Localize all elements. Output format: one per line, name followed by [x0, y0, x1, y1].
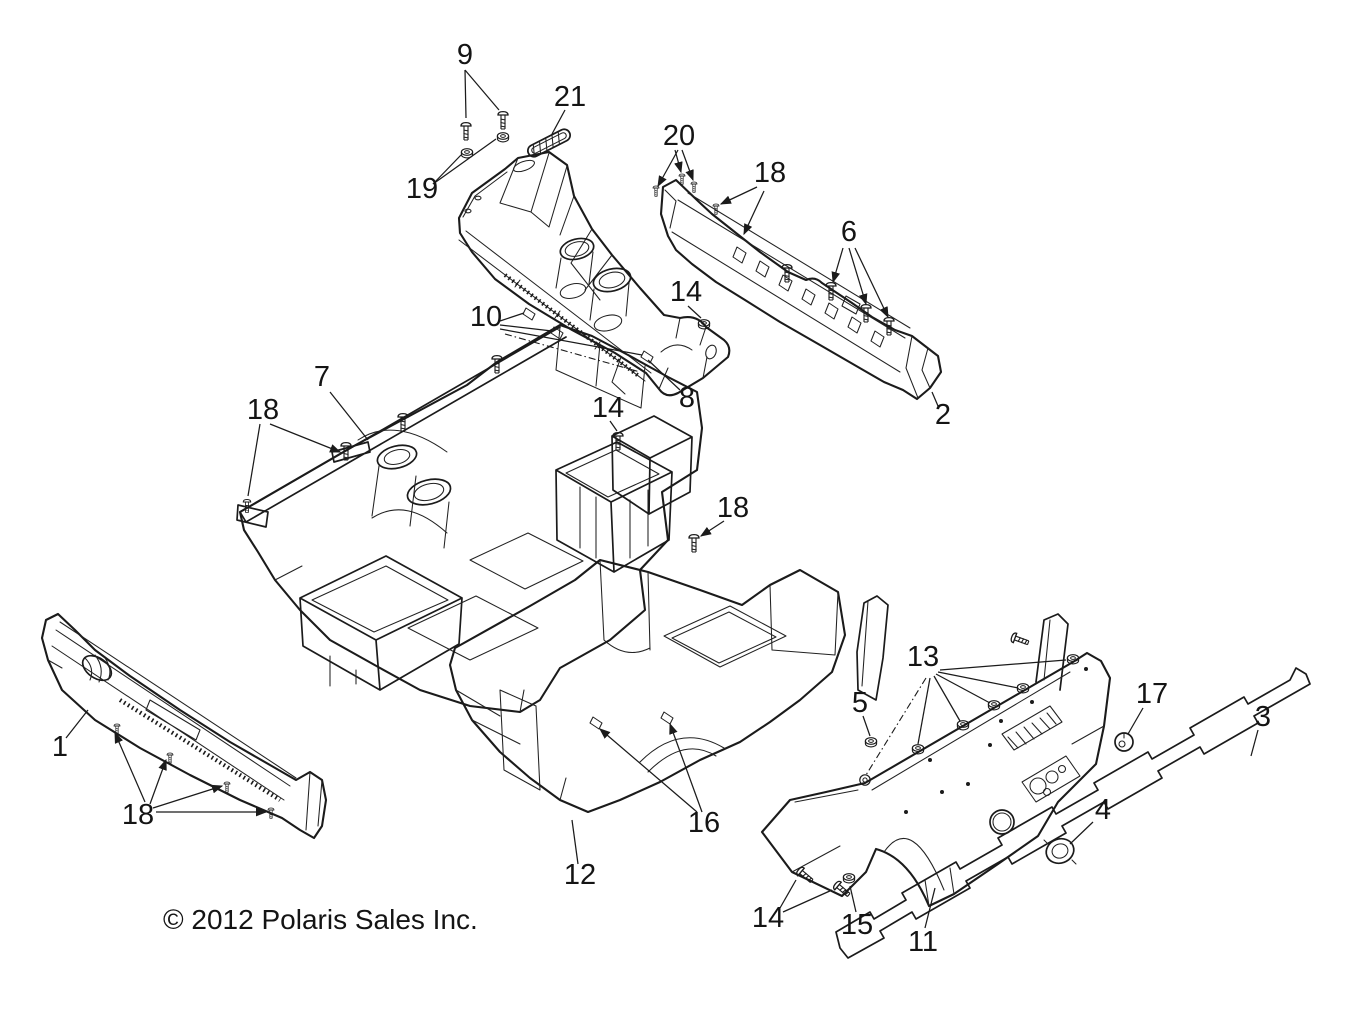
callout-4: 4 [1095, 794, 1111, 826]
right-rocker-slots [732, 246, 885, 348]
cupholder-rear [592, 267, 632, 293]
callout-12: 12 [564, 859, 596, 891]
floor-cupholder [406, 478, 452, 506]
rear-panel-details [791, 600, 1105, 907]
right-rocker-details [664, 189, 939, 399]
screw-glyph [223, 781, 231, 793]
strip-outline [835, 667, 1311, 959]
lower-floor-mat [663, 605, 787, 668]
part-heat-shield-strip [835, 667, 1311, 959]
callout-8: 8 [679, 382, 695, 414]
part-right-rocker-panel [652, 173, 943, 401]
nut-glyph [697, 319, 711, 330]
part-plug [1114, 732, 1134, 752]
nut-glyph [864, 737, 878, 748]
seat-box-right [555, 441, 673, 573]
floor-mat-recesses [407, 532, 584, 661]
callout-18-mid-right: 18 [717, 492, 749, 524]
callout-10: 10 [470, 301, 502, 333]
callout-18-left: 18 [247, 394, 279, 426]
left-rocker-outline [40, 612, 328, 840]
switch-cluster [1021, 755, 1081, 803]
left-rocker-details [47, 621, 323, 831]
callout-7: 7 [314, 361, 330, 393]
part-left-rocker-panel [40, 612, 328, 840]
callout-18-bottom-left: 18 [122, 799, 154, 831]
callout-14-mid: 14 [592, 392, 624, 424]
lower-floor-details [455, 559, 839, 801]
seat-box-rear [611, 415, 693, 515]
callout-11: 11 [908, 926, 938, 958]
hardware-screws-9 [460, 110, 510, 159]
callout-9: 9 [457, 39, 473, 71]
console-details [458, 152, 708, 395]
left-rocker-hatch [118, 698, 282, 802]
part-center-console [457, 150, 731, 397]
screw-glyph [688, 533, 700, 553]
part-lower-floor-pan [448, 533, 847, 814]
main-floor-details [274, 326, 646, 713]
part-grommet [1043, 837, 1077, 865]
callout-18-top-right: 18 [754, 157, 786, 189]
grip-pocket [81, 654, 113, 682]
floor-rail [236, 326, 567, 528]
callout-5: 5 [852, 687, 868, 719]
callout-15: 15 [841, 909, 873, 941]
leader-lines [65, 69, 1259, 929]
copyright-text: © 2012 Polaris Sales Inc. [163, 904, 478, 935]
screw-glyph [166, 752, 174, 764]
snap-clips [589, 711, 674, 730]
callout-17: 17 [1136, 678, 1168, 710]
main-floor-outline [238, 323, 704, 714]
part-console-pad [527, 128, 571, 158]
nut-glyph [496, 132, 510, 143]
console-rail-hatch [503, 273, 642, 379]
callout-14-right: 14 [670, 276, 702, 308]
callout-20: 20 [663, 120, 695, 152]
callout-13: 13 [907, 641, 939, 673]
rivet-glyph [652, 185, 660, 197]
callout-21: 21 [554, 81, 586, 113]
lower-floor-outline [448, 558, 847, 814]
rear-panel-fin-left [856, 595, 889, 701]
bushing-glyph [842, 873, 856, 884]
console-top-cap [513, 159, 535, 173]
rivet-glyph [690, 181, 698, 193]
callout-14-bottom: 14 [752, 902, 784, 934]
part-rear-closeoff-panel [760, 595, 1112, 908]
part-main-floor-pan [236, 307, 711, 714]
callout-1: 1 [52, 731, 68, 763]
callout-19: 19 [406, 173, 438, 205]
cupholder-front [559, 237, 595, 261]
callout-16: 16 [688, 807, 720, 839]
callout-3: 3 [1255, 701, 1271, 733]
screw-glyph [460, 121, 472, 141]
screw-glyph [497, 110, 509, 130]
right-rocker-outline [659, 178, 943, 401]
seat-box-left [299, 555, 463, 691]
grommet-hole [989, 809, 1015, 835]
vent-grille [1001, 705, 1063, 751]
callout-6: 6 [841, 216, 857, 248]
callout-2: 2 [935, 399, 951, 431]
floor-cupholder [376, 444, 418, 470]
rear-panel-fin-right [1035, 613, 1069, 691]
screw-glyph [1009, 631, 1031, 649]
callout-labels: 9 21 19 20 18 6 14 2 10 7 18 14 8 18 1 1… [52, 39, 1271, 958]
